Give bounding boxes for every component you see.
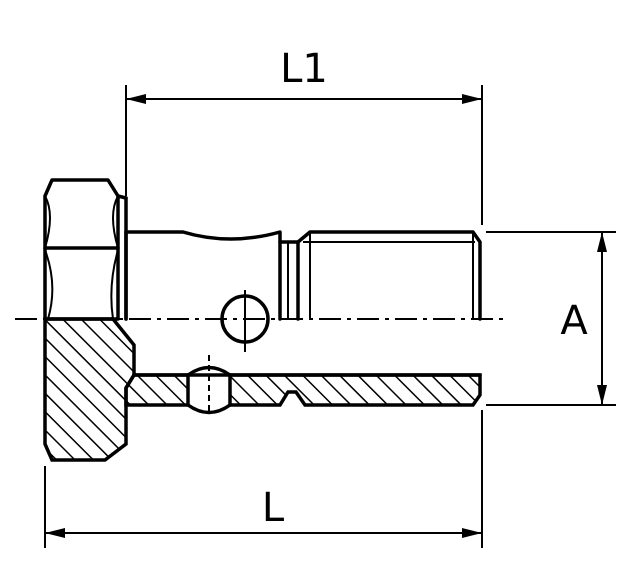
dimension-label-a: A: [560, 298, 588, 344]
dimension-label-l1: L1: [280, 46, 328, 92]
dimension-l1: L1: [125, 46, 483, 225]
shank: [124, 230, 482, 377]
dimension-l: L: [44, 410, 483, 548]
section-hatching: [43, 317, 482, 462]
head-section: [43, 317, 136, 462]
dimension-a: A: [486, 231, 616, 406]
shank-wall-left: [124, 373, 190, 407]
dimension-label-l: L: [262, 485, 285, 531]
hex-head: [43, 178, 128, 321]
shank-wall-right: [228, 373, 482, 407]
